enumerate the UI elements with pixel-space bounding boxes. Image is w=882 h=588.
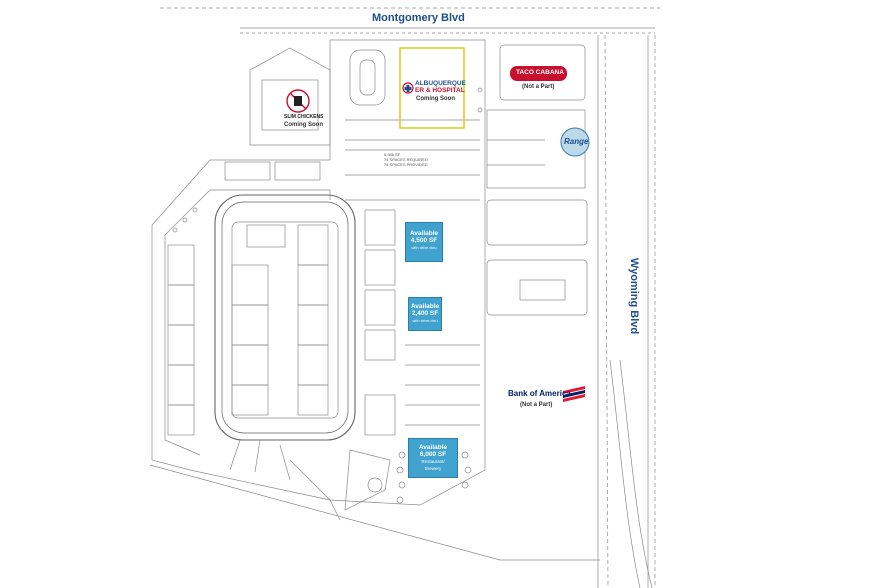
available-pad-3-note1: Restaurant/ <box>421 459 445 464</box>
parking-note-provided: 74 SPACES PROVIDED <box>384 162 428 167</box>
available-pad-2-size: 2,400 SF <box>411 310 439 317</box>
range-name: Range <box>564 137 589 146</box>
slim-chickens-name: SLIM CHICKENS <box>284 114 324 120</box>
taco-cabana-name: TACO CABANA <box>516 69 564 76</box>
available-pad-3-size: 6,000 SF <box>419 451 447 458</box>
available-pad-3-title: Available <box>418 444 448 451</box>
street-label-wyoming: Wyoming Blvd <box>628 257 641 335</box>
hospital-name-line1: ALBUQUERQUE <box>415 80 466 87</box>
street-label-montgomery: Montgomery Blvd <box>372 12 465 24</box>
slim-chickens-logo <box>286 89 310 113</box>
bank-of-america-note: (Not a Part) <box>520 402 553 408</box>
taco-cabana-note: (Not a Part) <box>522 84 555 90</box>
available-pad-3[interactable]: Available 6,000 SF Restaurant/ Brewery <box>408 438 458 478</box>
available-pad-3-note2: Brewery <box>424 466 442 471</box>
available-pad-2-title: Available <box>410 303 440 310</box>
available-pad-2[interactable]: Available 2,400 SF with drive-thru <box>408 297 442 331</box>
parking-note-sf: 6,986 SF <box>384 152 401 157</box>
bank-of-america-name: Bank of America <box>508 389 571 398</box>
available-pad-1-note: with drive-thru <box>411 245 437 250</box>
boa-flag-icon <box>563 386 585 402</box>
available-pad-1-title: Available <box>409 230 439 237</box>
hospital-name-line2: ER & HOSPITAL <box>415 87 465 94</box>
available-pad-2-note: with drive-thru <box>412 318 438 323</box>
slim-chickens-status: Coming Soon <box>284 122 323 128</box>
parking-note-required: 74 SPACES REQUIRED <box>384 157 428 162</box>
hospital-status: Coming Soon <box>416 96 455 102</box>
hospital-cross-icon <box>402 82 414 94</box>
available-pad-1-size: 4,500 SF <box>410 237 438 244</box>
taco-cabana-logo <box>510 66 567 81</box>
available-pad-1[interactable]: Available 4,500 SF with drive-thru <box>405 222 443 262</box>
